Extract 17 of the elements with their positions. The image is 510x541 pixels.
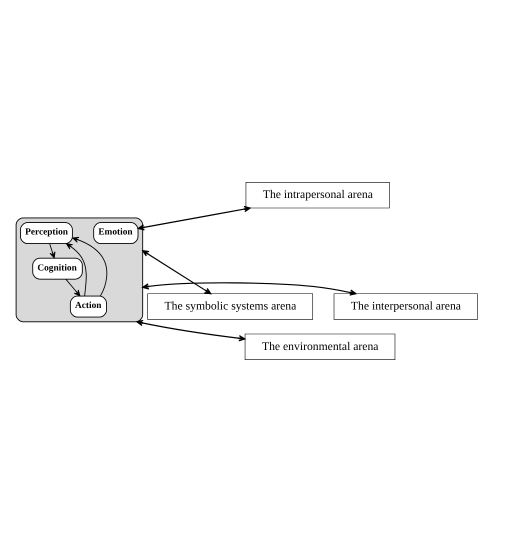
arrow xyxy=(142,250,212,294)
node-box: The interpersonal arena xyxy=(334,292,478,320)
cluster xyxy=(16,216,144,322)
arrow xyxy=(136,319,246,341)
node-box: The symbolic systems arena xyxy=(147,292,314,320)
node-box: Action xyxy=(70,295,107,318)
node-box: Emotion xyxy=(93,222,138,244)
arrow xyxy=(49,242,56,258)
arrow xyxy=(66,242,87,296)
node-box: The intrapersonal arena xyxy=(246,182,390,208)
arrow xyxy=(138,205,251,230)
arrow xyxy=(142,282,357,296)
node-box: The environmental arena xyxy=(244,333,396,360)
node-box: Cognition xyxy=(32,257,83,280)
arrow xyxy=(72,236,108,296)
arrow xyxy=(66,278,80,296)
node-box: Perception xyxy=(20,222,73,244)
